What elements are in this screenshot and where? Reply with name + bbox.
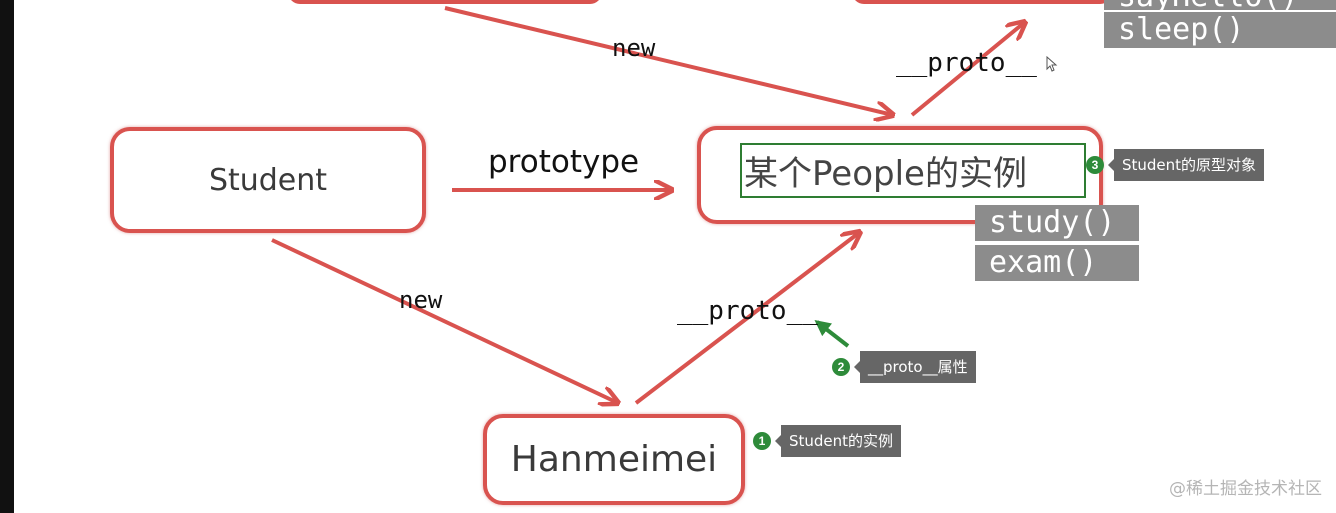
annotation-2-text: __proto__属性: [854, 351, 976, 383]
edge-label-proto-top: __proto__: [896, 48, 1037, 78]
annotation-3-text: Student的原型对象: [1107, 149, 1265, 181]
method-sleep: sleep(): [1104, 12, 1336, 48]
annotation-3: 3 Student的原型对象: [1086, 149, 1265, 181]
partial-node-top-right: [852, 0, 1112, 4]
arrow-new-top: [444, 6, 893, 115]
node-hanmeimei: Hanmeimei: [483, 414, 745, 505]
annotation-1-text: Student的实例: [774, 425, 902, 457]
left-edge-bar: [0, 0, 14, 513]
arrow-proto-top: [910, 22, 1025, 117]
edge-label-new-bottom: new: [399, 286, 443, 314]
mouse-cursor-icon: [1046, 56, 1058, 72]
node-people-instance-label: 某个People的实例: [744, 154, 1027, 194]
edge-label-new-top: new: [612, 34, 656, 62]
edge-label-proto-bottom: __proto__: [677, 296, 818, 326]
arrow-proto-bottom: [634, 232, 860, 405]
method-sayhello: sayHello(): [1104, 0, 1336, 10]
people-instance-highlight: 某个People的实例: [740, 143, 1086, 198]
annotation-3-badge: 3: [1086, 156, 1104, 174]
annotation-1: 1 Student的实例: [753, 425, 902, 457]
partial-node-top-left: [288, 0, 602, 4]
arrow-new-bottom: [271, 238, 618, 403]
node-student: Student: [110, 127, 426, 233]
method-exam: exam(): [975, 245, 1139, 281]
node-hanmeimei-label: Hanmeimei: [510, 439, 718, 480]
watermark: @稀土掘金技术社区: [1169, 479, 1322, 499]
annotation-2: 2 __proto__属性: [832, 351, 976, 383]
node-student-label: Student: [208, 162, 328, 198]
method-study: study(): [975, 205, 1139, 241]
annotation-1-badge: 1: [753, 432, 771, 450]
annotation-pointer-arrow: [814, 320, 850, 348]
annotation-2-badge: 2: [832, 358, 850, 376]
edge-label-prototype: prototype: [488, 144, 640, 180]
